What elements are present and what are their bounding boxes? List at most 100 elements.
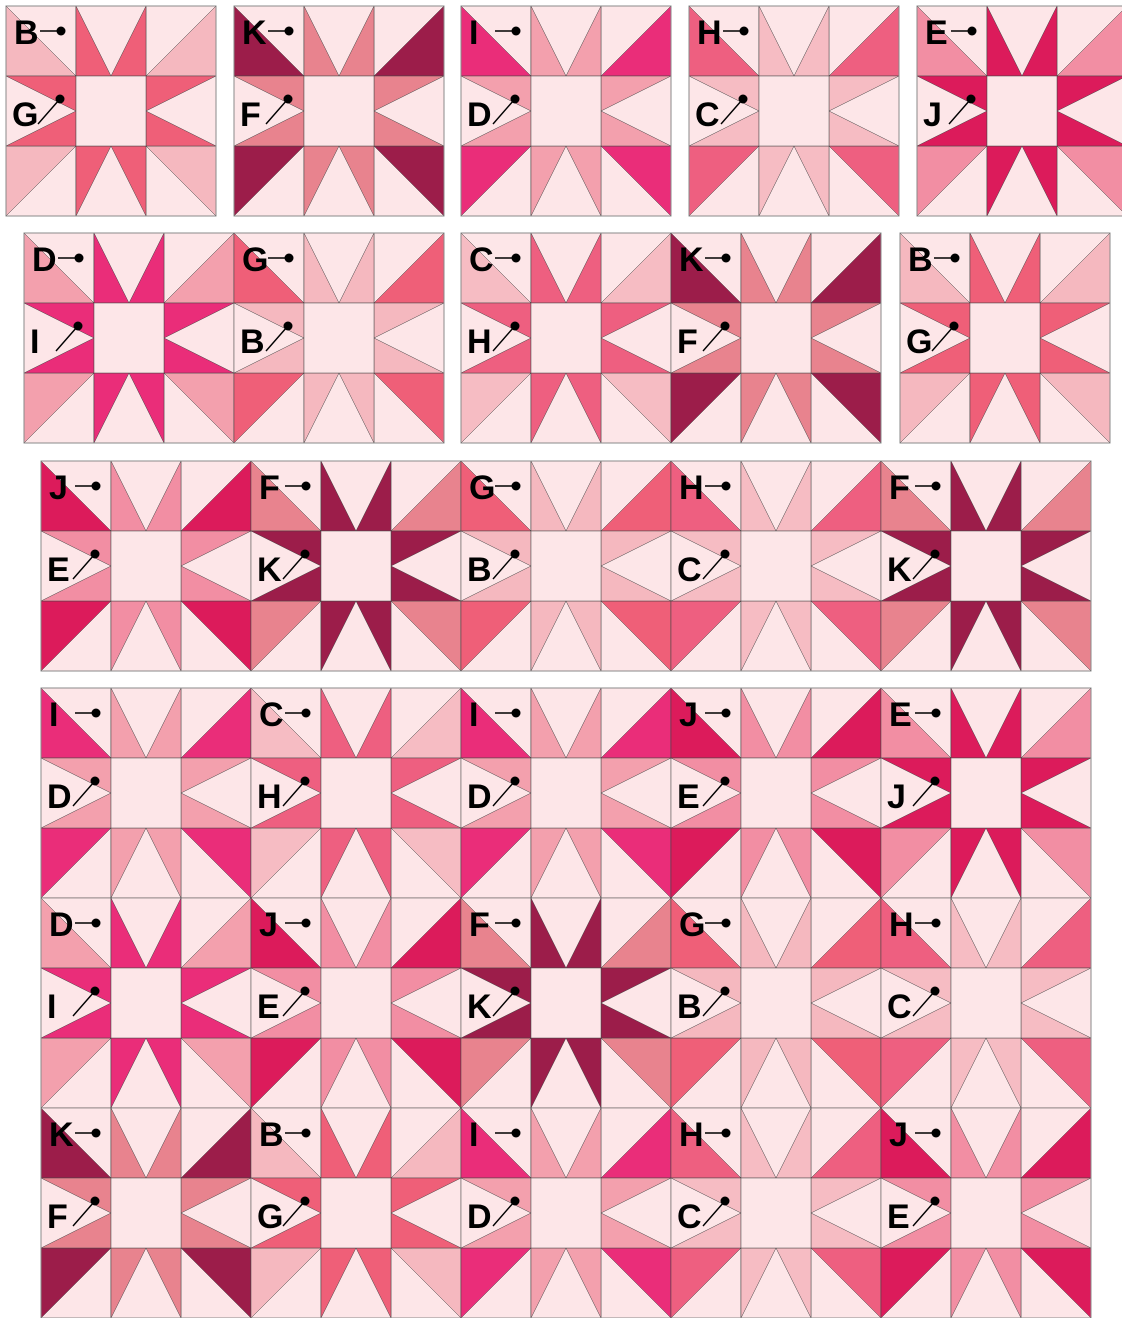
- quilt-block: HC: [671, 461, 881, 671]
- pin-dot: [511, 777, 520, 786]
- pin-dot: [722, 1129, 731, 1138]
- pin-dot: [512, 482, 521, 491]
- pin-dot: [91, 987, 100, 996]
- pin-dot: [721, 550, 730, 559]
- quilt-block: DI: [24, 233, 234, 443]
- panel-row1-block5: EJ: [917, 6, 1122, 216]
- quilt-block: ID: [41, 688, 251, 898]
- pin-dot: [950, 322, 959, 331]
- pin-dot: [284, 322, 293, 331]
- fabric-label: H: [467, 323, 492, 361]
- fabric-label: B: [677, 988, 702, 1026]
- center-square: [531, 1178, 601, 1248]
- pin-dot: [301, 550, 310, 559]
- pin-dot: [932, 919, 941, 928]
- fabric-label: F: [889, 469, 910, 507]
- quilt-block: HC: [881, 898, 1091, 1108]
- quilt-block: ID: [461, 6, 671, 216]
- fabric-label: E: [887, 1198, 910, 1236]
- center-square: [321, 1178, 391, 1248]
- fabric-label: E: [925, 14, 948, 52]
- quilt-block: BG: [6, 6, 216, 216]
- center-square: [741, 531, 811, 601]
- pin-dot: [512, 919, 521, 928]
- pin-dot: [721, 1197, 730, 1206]
- center-square: [741, 968, 811, 1038]
- pin-dot: [285, 254, 294, 263]
- fabric-label: J: [49, 469, 68, 507]
- pin-dot: [301, 987, 310, 996]
- panel-row2-single: BG: [900, 233, 1110, 443]
- pin-dot: [91, 550, 100, 559]
- pin-dot: [92, 482, 101, 491]
- fabric-label: D: [467, 778, 492, 816]
- fabric-label: K: [242, 14, 267, 52]
- quilt-block: KF: [671, 233, 881, 443]
- pin-dot: [951, 254, 960, 263]
- pin-dot: [74, 322, 83, 331]
- quilt-block: CH: [461, 233, 671, 443]
- fabric-label: K: [257, 551, 282, 589]
- fabric-label: B: [14, 14, 39, 52]
- pin-dot: [512, 254, 521, 263]
- pin-dot: [931, 987, 940, 996]
- quilt-block: CH: [251, 688, 461, 898]
- fabric-label: E: [889, 696, 912, 734]
- center-square: [111, 968, 181, 1038]
- pin-dot: [91, 1197, 100, 1206]
- fabric-label: F: [469, 906, 490, 944]
- quilt-block: KF: [41, 1108, 251, 1318]
- pin-dot: [722, 919, 731, 928]
- fabric-label: C: [887, 988, 912, 1026]
- center-square: [531, 758, 601, 828]
- fabric-label: E: [677, 778, 700, 816]
- pin-dot: [932, 482, 941, 491]
- quilt-block: KF: [234, 6, 444, 216]
- center-square: [531, 303, 601, 373]
- center-square: [531, 76, 601, 146]
- pin-dot: [511, 95, 520, 104]
- fabric-label: J: [889, 1116, 908, 1154]
- pin-dot: [512, 27, 521, 36]
- fabric-label: C: [469, 241, 494, 279]
- fabric-label: F: [677, 323, 698, 361]
- pin-dot: [931, 777, 940, 786]
- pin-dot: [302, 482, 311, 491]
- fabric-label: E: [257, 988, 280, 1026]
- pin-dot: [511, 550, 520, 559]
- quilt-block: JE: [41, 461, 251, 671]
- fabric-label: I: [469, 1116, 478, 1154]
- quilt-block: JE: [671, 688, 881, 898]
- fabric-label: D: [467, 1198, 492, 1236]
- center-square: [321, 968, 391, 1038]
- center-square: [321, 531, 391, 601]
- pin-dot: [722, 482, 731, 491]
- panel-row1-block1: BG: [6, 6, 216, 216]
- quilt-block: ID: [461, 1108, 671, 1318]
- pin-dot: [301, 777, 310, 786]
- center-square: [94, 303, 164, 373]
- center-square: [951, 758, 1021, 828]
- pin-dot: [721, 987, 730, 996]
- pin-dot: [740, 27, 749, 36]
- fabric-label: I: [469, 14, 478, 52]
- quilt-block: EJ: [917, 6, 1122, 216]
- fabric-label: D: [49, 906, 74, 944]
- center-square: [531, 531, 601, 601]
- fabric-label: K: [467, 988, 492, 1026]
- fabric-label: K: [679, 241, 704, 279]
- pin-dot: [968, 27, 977, 36]
- pin-dot: [721, 777, 730, 786]
- center-square: [741, 303, 811, 373]
- fabric-label: J: [259, 906, 278, 944]
- pin-dot: [56, 95, 65, 104]
- pin-dot: [511, 987, 520, 996]
- pin-dot: [284, 95, 293, 104]
- center-square: [741, 758, 811, 828]
- pin-dot: [511, 1197, 520, 1206]
- fabric-label: C: [677, 1198, 702, 1236]
- fabric-label: G: [906, 323, 932, 361]
